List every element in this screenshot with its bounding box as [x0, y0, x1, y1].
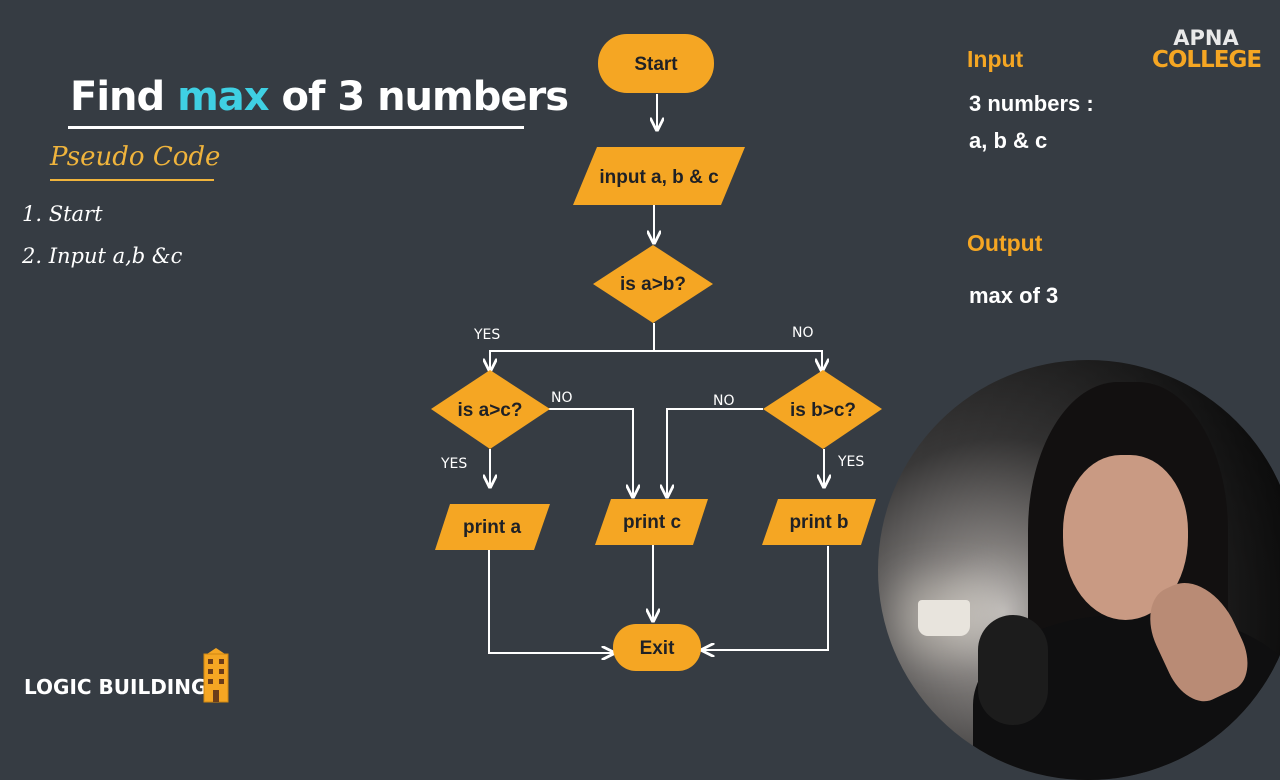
exit-node: Exit — [613, 624, 701, 671]
title-prefix: Find — [70, 74, 165, 120]
start-label: Start — [634, 54, 678, 75]
start-node: Start — [598, 34, 714, 93]
decision-bc-node: is b>c? — [763, 370, 882, 449]
pseudo-code-heading: Pseudo Code — [50, 142, 221, 172]
label-no-ab: NO — [792, 325, 814, 341]
apna-college-logo: APNA COLLEGE — [1152, 26, 1262, 73]
print-b-node: print b — [762, 499, 876, 545]
input-label: input a, b & c — [599, 167, 719, 188]
arrow-ac-no — [548, 408, 633, 497]
microphone-icon — [978, 615, 1048, 725]
building-icon — [203, 648, 229, 703]
decision-bc-label: is b>c? — [790, 400, 856, 421]
print-a-label: print a — [463, 517, 521, 538]
arrow-ab-no — [654, 350, 822, 371]
output-text: max of 3 — [969, 283, 1059, 308]
exit-label: Exit — [640, 638, 676, 659]
decision-ab-label: is a>b? — [620, 274, 686, 295]
connectors — [489, 94, 828, 653]
label-yes-ab: YES — [473, 327, 500, 343]
pseudo-code-underline — [50, 179, 214, 181]
arrow-ab-yes — [490, 323, 655, 371]
decision-ab-node: is a>b? — [593, 245, 713, 323]
print-a-node: print a — [435, 504, 550, 550]
input-heading: Input — [967, 46, 1024, 72]
decision-ac-node: is a>c? — [431, 370, 550, 449]
print-c-label: print c — [623, 512, 681, 533]
label-no-ac: NO — [551, 390, 573, 406]
pseudo-step-2: 2. Input a,b &c — [22, 244, 183, 268]
flowchart: Start input a, b & c is a>b? is a>c? is … — [431, 34, 882, 671]
title-underline — [68, 126, 524, 129]
arrow-print-b-to-exit — [702, 546, 829, 650]
arrow-print-a-to-exit — [488, 550, 614, 653]
input-line-2: a, b & c — [969, 128, 1048, 153]
print-c-node: print c — [595, 499, 708, 545]
lamp-icon — [918, 600, 970, 636]
page-title: Find max of 3 numbers — [70, 74, 569, 120]
output-heading: Output — [967, 230, 1043, 256]
footer-label: LOGIC BUILDING — [24, 675, 208, 699]
label-no-bc: NO — [713, 393, 735, 409]
pseudo-step-1: 1. Start — [22, 202, 103, 226]
presenter-webcam — [878, 360, 1280, 780]
label-yes-ac: YES — [440, 456, 467, 472]
input-line-1: 3 numbers : — [969, 91, 1094, 116]
decision-ac-label: is a>c? — [458, 400, 523, 421]
title-suffix: of 3 numbers — [281, 74, 569, 120]
label-yes-bc: YES — [837, 454, 864, 470]
logo-line-1: APNA — [1173, 26, 1239, 50]
logo-line-2: COLLEGE — [1152, 47, 1262, 73]
arrow-bc-no — [667, 408, 763, 497]
title-highlight: max — [177, 74, 269, 120]
input-node: input a, b & c — [573, 147, 745, 205]
print-b-label: print b — [789, 512, 848, 533]
